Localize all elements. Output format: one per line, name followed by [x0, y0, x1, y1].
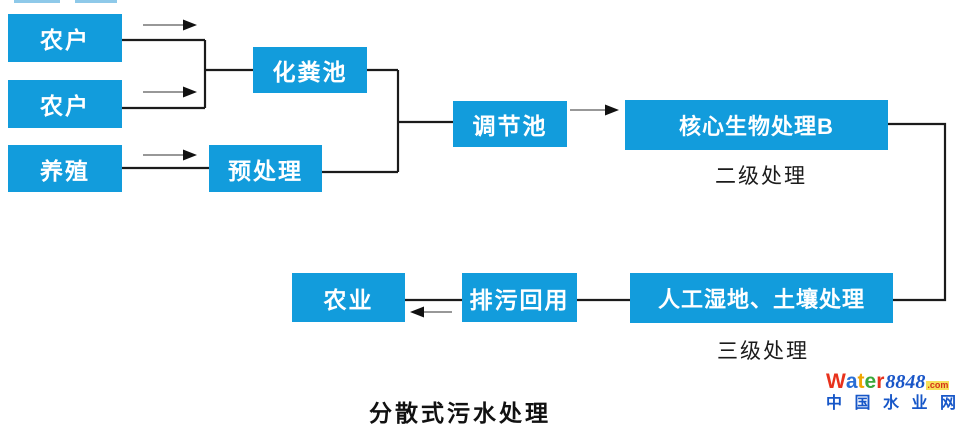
arrow-regulating-to-corebio [570, 104, 619, 116]
arrow-breeding [143, 149, 197, 161]
logo-letter: a [845, 370, 858, 393]
logo-letter: e [864, 370, 877, 393]
logo-brand-word: Water [826, 371, 884, 392]
node-pretreatment: 预处理 [209, 145, 322, 192]
cropped-box-sliver [75, 0, 117, 3]
node-wetland-soil-treatment: 人工湿地、土壤处理 [630, 273, 893, 323]
connector-lines [122, 38, 947, 302]
logo-tagline: 中 国 水 业 网 [826, 396, 956, 412]
arrow-reuse-to-agriculture [410, 306, 452, 318]
arrow-farmer1 [143, 19, 197, 31]
water8848-logo: Water 8848 .com 中 国 水 业 网 [826, 371, 959, 412]
tagline-char: 水 [882, 395, 899, 412]
node-septic-tank: 化粪池 [253, 47, 367, 93]
tagline-char: 国 [854, 395, 871, 412]
node-breeding: 养殖 [8, 145, 122, 192]
label-secondary-treatment: 二级处理 [715, 165, 807, 188]
logo-letter: W [826, 370, 846, 393]
label-tertiary-treatment: 三级处理 [717, 340, 809, 363]
line-corebio-to-wetland [888, 122, 947, 302]
logo-tld: .com [926, 380, 950, 390]
node-farmer-2: 农户 [8, 80, 122, 128]
logo-wordmark: Water 8848 .com [826, 371, 959, 392]
node-farmer-1: 农户 [8, 14, 122, 62]
arrow-farmer2 [143, 86, 197, 98]
cropped-box-sliver [14, 0, 60, 3]
flow-arrows [143, 19, 619, 318]
tagline-char: 网 [939, 395, 956, 412]
node-sewage-reuse: 排污回用 [462, 273, 577, 322]
node-regulating-tank: 调节池 [453, 101, 567, 147]
logo-number: 8848 [885, 371, 926, 393]
node-agriculture: 农业 [292, 273, 405, 322]
tagline-char: 业 [911, 395, 928, 412]
diagram-title: 分散式污水处理 [369, 400, 551, 426]
logo-letter: t [857, 370, 865, 393]
logo-letter: r [876, 370, 885, 393]
tagline-char: 中 [826, 395, 843, 412]
node-core-bio-treatment: 核心生物处理B [625, 100, 888, 150]
